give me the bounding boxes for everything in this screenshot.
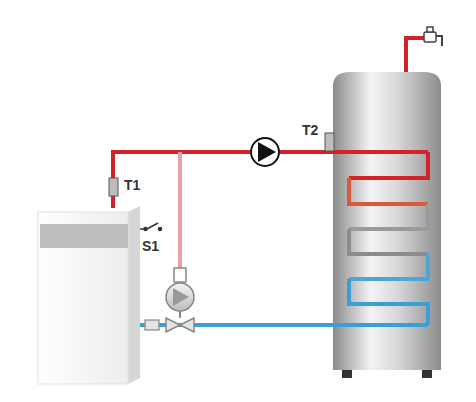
circulation-pump [251, 138, 279, 166]
sensor-label: S1 [142, 238, 159, 254]
switch-symbol [140, 223, 162, 231]
temperature-sensor [109, 178, 118, 196]
hot-water-tap [406, 27, 442, 72]
sensor-label: T2 [302, 122, 318, 138]
heat-exchanger-coil [349, 152, 428, 325]
sensor-label: T1 [124, 177, 140, 193]
storage-tank [333, 72, 441, 378]
temperature-sensor [325, 133, 334, 151]
boiler [38, 206, 140, 384]
mixing-valve-pump [145, 268, 194, 332]
flow-pipe [113, 152, 428, 270]
